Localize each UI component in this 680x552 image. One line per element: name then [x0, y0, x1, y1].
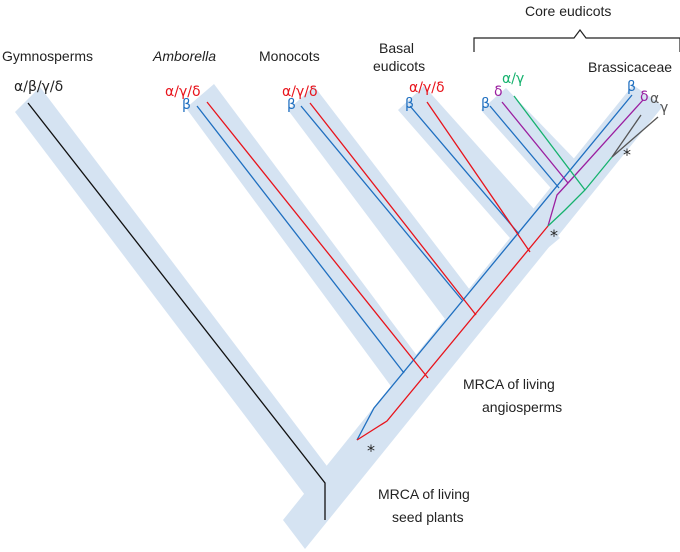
beta-core-eudicots [489, 105, 560, 189]
gene-label-brass-b: β [627, 79, 636, 95]
gene-label-brass-g: γ [660, 100, 668, 116]
gymnosperm-lineage [27, 102, 326, 520]
core-eudicots-bracket [473, 29, 680, 52]
band-basal-eudicots [398, 86, 560, 262]
gene-label-amborella-agd: α/γ/δ [165, 84, 201, 100]
agd-monocots [309, 102, 477, 316]
mrca-seed-plants-line2: seed plants [392, 509, 464, 525]
gene-label-brass-a: α [650, 91, 659, 107]
gene-label-core-b: β [481, 96, 490, 112]
agd-amborella [206, 101, 429, 379]
species-tree-bands [15, 84, 663, 549]
gamma-brassicaceae [611, 116, 659, 158]
beta-basal-eudicots [409, 105, 520, 235]
mrca-angiosperms-line1: MRCA of living [463, 376, 555, 392]
alpha-brassicaceae [611, 114, 642, 158]
gene-label-basal-b: β [405, 96, 414, 112]
taxon-gymnosperms: Gymnosperms [2, 48, 93, 64]
gene-label-monocot-agd: α/γ/δ [282, 84, 318, 100]
agd-main-lineage [356, 225, 549, 441]
gene-label-monocot-b: β [287, 97, 296, 113]
gene-label-core-d: δ [494, 84, 503, 100]
taxon-basal-eudicots-line2: eudicots [373, 58, 425, 74]
duplication-marker-root: * [367, 441, 375, 460]
duplication-marker-brassicaceae: * [623, 145, 631, 164]
beta-main-lineage [356, 94, 633, 441]
taxon-basal-eudicots-line1: Basal [379, 40, 414, 56]
agd-basal-eudicots [426, 101, 531, 253]
taxon-core-eudicots: Core eudicots [525, 3, 611, 19]
band-amborella [186, 84, 427, 393]
ag-lineage [547, 156, 613, 227]
gene-label-gymno: α/β/γ/δ [14, 79, 63, 95]
ag-core-eudicots [513, 95, 586, 191]
mrca-seed-plants-line1: MRCA of living [378, 486, 470, 502]
beta-monocots [300, 105, 463, 301]
gene-label-amborella-b: β [182, 97, 191, 113]
mrca-angiosperms-line2: angiosperms [482, 399, 562, 415]
taxon-amborella: Amborella [152, 48, 216, 64]
gene-label-brass-d: δ [640, 89, 649, 105]
delta-lineage [547, 99, 644, 227]
band-gymnosperms [15, 87, 336, 503]
taxon-monocots: Monocots [259, 48, 320, 64]
gene-label-basal-agd: α/γ/δ [409, 80, 445, 96]
beta-amborella [196, 105, 405, 374]
duplication-marker-core: * [550, 226, 558, 245]
taxon-brassicaceae: Brassicaceae [588, 59, 672, 75]
gene-label-core-ag: α/γ [502, 71, 524, 87]
delta-core-eudicots [501, 101, 569, 184]
